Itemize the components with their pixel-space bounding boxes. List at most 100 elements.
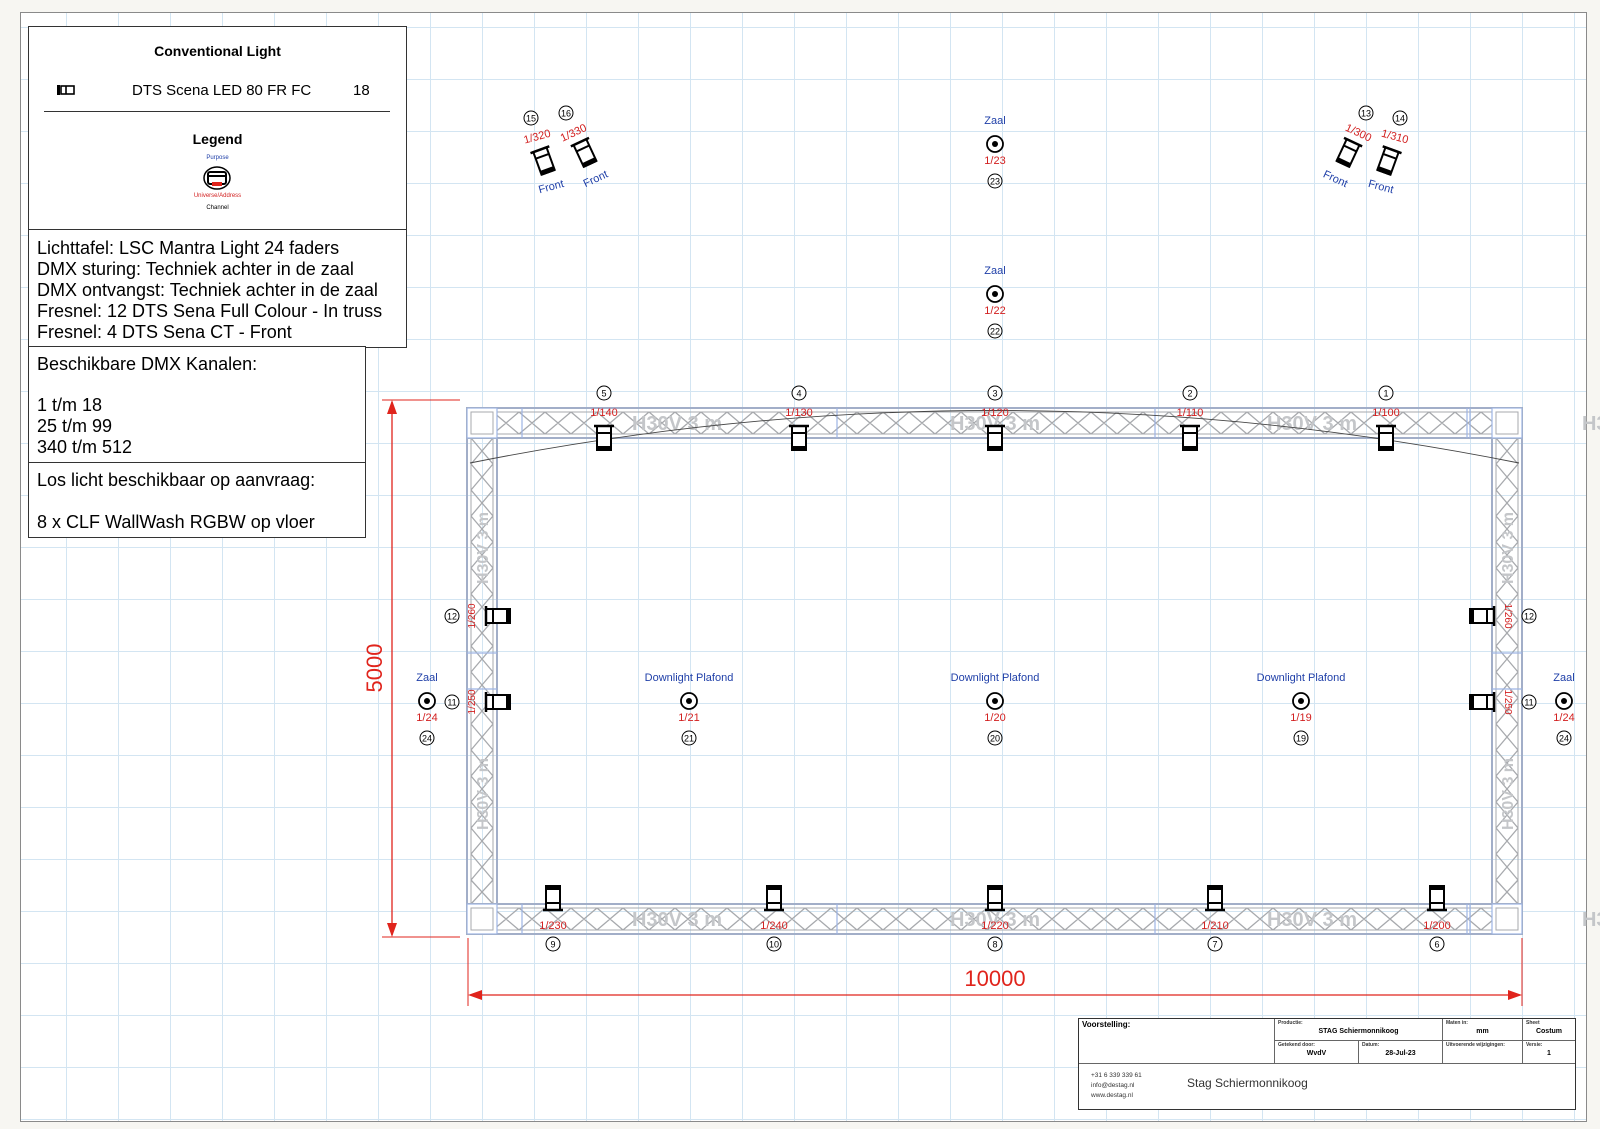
info-line: Fresnel: 12 DTS Sena Full Colour - In tr… (37, 301, 383, 321)
truss-label: H30V 3 m (1500, 512, 1517, 584)
address-label: 1/320 (522, 128, 552, 147)
units-label: Maten in: (1446, 1020, 1468, 1026)
purpose-label: Zaal (984, 265, 1005, 277)
truss-corner-block (466, 903, 498, 935)
truss-label: H30V 3 m (475, 512, 492, 584)
fresnel-icon (530, 145, 556, 176)
fresnel-icon (1205, 885, 1225, 912)
channel-circle (987, 936, 1003, 952)
channel-circle (558, 105, 574, 121)
channel-circle (681, 730, 697, 746)
fixture-count: 18 (353, 82, 370, 99)
address-label: 1/140 (590, 407, 618, 419)
address-label: 1/22 (984, 305, 1005, 317)
contact-website: www.destag.nl (1091, 1092, 1133, 1099)
channel-circle (1378, 385, 1394, 401)
channel-number: 2 (1187, 389, 1192, 399)
info-panel: Lichttafel: LSC Mantra Light 24 faders D… (28, 229, 407, 348)
fresnel-icon (1427, 885, 1447, 912)
info-line: DMX sturing: Techniek achter in de zaal (37, 259, 354, 279)
channel-circle (987, 173, 1003, 189)
version-cell: Versie: 1 (1523, 1041, 1575, 1064)
channel-number: 15 (526, 114, 536, 124)
fresnel-icon (985, 424, 1005, 451)
channel-number: 3 (992, 389, 997, 399)
legend-divider (44, 111, 390, 112)
fresnel-icon (1376, 424, 1396, 451)
channel-number: 7 (1212, 940, 1217, 950)
address-label: 1/19 (1290, 712, 1311, 724)
channel-circle (1392, 110, 1408, 126)
dmx-title: Beschikbare DMX Kanalen: (37, 354, 258, 374)
channel-circle (987, 323, 1003, 339)
truss-label: H30V 3 m (1267, 413, 1357, 435)
purpose-label: Downlight Plafond (1257, 672, 1346, 684)
channel-number: 10 (769, 940, 779, 950)
date-value: 28-Jul-23 (1385, 1050, 1416, 1057)
performance-cell: Voorstelling: (1079, 1019, 1275, 1064)
channel-number: 8 (992, 940, 997, 950)
units-cell: Maten in: mm (1443, 1019, 1523, 1041)
version-label: Versie: (1526, 1042, 1543, 1048)
address-label: 1/240 (760, 920, 788, 932)
info-line: Fresnel: 4 DTS Sena CT - Front (37, 322, 292, 342)
channel-number: 12 (1524, 612, 1534, 622)
channel-number: 19 (1296, 734, 1306, 744)
purpose-label: Front (1321, 168, 1349, 190)
dmx-range: 340 t/m 512 (37, 437, 133, 457)
loose-item: 8 x CLF WallWash RGBW op vloer (37, 512, 315, 532)
channel-number: 21 (684, 734, 694, 744)
purpose-label: Zaal (416, 672, 437, 684)
channel-number: 20 (990, 734, 1000, 744)
title-block: Voorstelling: Productie: STAG Schiermonn… (1078, 1018, 1576, 1110)
channel-circle (766, 936, 782, 952)
channel-number: 14 (1395, 114, 1405, 124)
purpose-label: Zaal (984, 115, 1005, 127)
fresnel-icon (484, 606, 511, 626)
address-label: 1/24 (416, 712, 437, 724)
sheet-label: Sheet (1526, 1020, 1540, 1026)
truss-label: H30V 3 m (632, 909, 722, 931)
fresnel-icon (1376, 145, 1402, 176)
fresnel-icon (1335, 136, 1363, 169)
info-line: DMX ontvangst: Techniek achter in de zaa… (37, 280, 378, 300)
info-line: Lichttafel: LSC Mantra Light 24 faders (37, 238, 340, 258)
purpose-label: Front (582, 168, 610, 190)
channel-number: 9 (550, 940, 555, 950)
channel-circle (444, 694, 460, 710)
fixture-name: DTS Scena LED 80 FR FC (132, 82, 312, 99)
purpose-label: Downlight Plafond (645, 672, 734, 684)
truss-label: H30V 3 m (632, 413, 722, 435)
address-label: 1/230 (539, 920, 567, 932)
production-value: STAG Schiermonnikoog (1318, 1028, 1399, 1035)
address-label: 1/110 (1177, 407, 1204, 419)
address-label: 1/100 (1372, 407, 1400, 419)
address-label: 1/120 (981, 407, 1009, 419)
fresnel-icon (1180, 424, 1200, 451)
dmx-range: 25 t/m 99 (37, 416, 113, 436)
truss-label: H30V 3 m (1582, 909, 1600, 931)
address-label: 1/24 (1553, 712, 1574, 724)
channel-circle (1207, 936, 1223, 952)
address-label: 1/210 (1201, 920, 1229, 932)
version-value: 1 (1547, 1050, 1551, 1057)
ceiling-arc (469, 410, 1520, 464)
channel-number: 12 (447, 612, 457, 622)
channel-circle (596, 385, 612, 401)
channel-number: 24 (422, 734, 432, 744)
height-dimension-label: 5000 (362, 644, 387, 693)
changes-label: Uitvoerende wijzigingen: (1446, 1042, 1505, 1048)
channel-number: 1 (1383, 389, 1388, 399)
legend-heading: Conventional Light (154, 43, 281, 59)
legend-title: Legend (192, 131, 243, 147)
drawn-by-value: WvdV (1306, 1050, 1327, 1057)
truss-label: H30V 3 m (1500, 758, 1517, 830)
address-label: 1/130 (785, 407, 813, 419)
sheet-cell: Sheet Costum (1523, 1019, 1575, 1041)
address-label: 1/220 (981, 920, 1009, 932)
truss-label: H30V 3 m (950, 413, 1040, 435)
truss-label: H30V 3 m (950, 909, 1040, 931)
production-cell: Productie: STAG Schiermonnikoog (1275, 1019, 1443, 1041)
channel-circle (523, 110, 539, 126)
channel-circle (545, 936, 561, 952)
